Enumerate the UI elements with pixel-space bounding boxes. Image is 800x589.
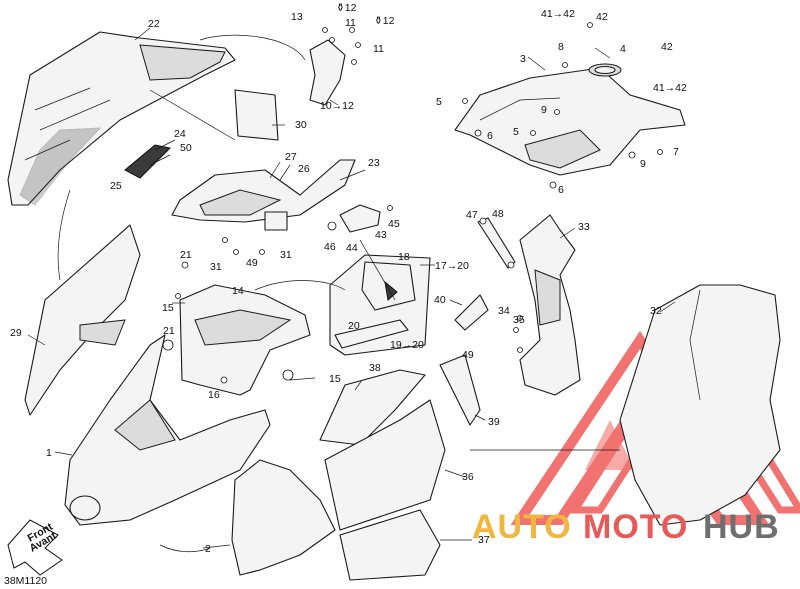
part-17-20-inset-box [329,254,431,356]
part-36-side-panel [324,399,446,531]
callout-6b: 6 [558,184,564,196]
callout-21a: 21 [180,249,192,261]
part-30-small-panel [234,89,279,141]
callout-45: 45 [388,218,400,230]
part-2-lower-fairing [231,459,336,576]
callout-30: 30 [295,119,307,131]
callout-32: 32 [650,305,662,317]
callout-19-20: 19→20 [390,339,424,351]
callout-7: 7 [673,146,679,158]
callout-12b: ⚱12 [374,15,395,27]
watermark-auto: AUTO [472,508,572,546]
callout-22: 22 [148,18,160,30]
callout-48: 48 [492,208,504,220]
watermark-moto: MOTO [583,508,688,546]
callout-49b: 49 [462,349,474,361]
part-14-inner-fairing [179,284,311,396]
callout-34: 34 [498,305,510,317]
callout-29: 29 [10,327,22,339]
callout-25: 25 [110,180,122,192]
watermark-text: AUTO MOTO HUB [472,508,780,546]
callout-35: 35 [513,314,525,326]
part-10-bracket [309,39,346,106]
reference-curves [57,34,620,553]
part-47-stay-rod [477,217,516,269]
part-40-trim [454,294,489,331]
callout-41-42b: 41→42 [653,82,687,94]
part-39-trim [439,354,481,426]
callout-23: 23 [368,157,380,169]
callout-38: 38 [369,362,381,374]
callout-15b: 15 [329,373,341,385]
front-direction-arrow-icon: Front Avant [7,519,63,576]
callout-labels: 1 2 3 4 5 5 6 6 7 8 9 9 10→12 11 11 ⚱12 … [10,2,687,555]
callout-33: 33 [578,221,590,233]
part-3-tank-cover [454,63,686,176]
part-33-inner-frame [519,214,581,396]
callout-26: 26 [298,163,310,175]
callout-1: 1 [46,447,52,459]
callout-43: 43 [375,229,387,241]
callout-41-42a: 41→42 [541,8,575,20]
callout-31a: 31 [210,261,222,273]
callout-8: 8 [558,41,564,53]
part-37-lower-panel [339,509,441,581]
callout-3: 3 [520,53,526,65]
callout-12a: ⚱12 [336,2,357,14]
callout-39: 39 [488,416,500,428]
callout-17-20: 17→20 [435,260,469,272]
callout-44: 44 [346,242,358,254]
callout-31b: 31 [280,249,292,261]
callout-13: 13 [291,11,303,23]
callout-10-12: 10→12 [320,100,354,112]
callout-50: 50 [180,142,192,154]
callout-42a: 42 [596,11,608,23]
callout-47: 47 [466,209,478,221]
callout-11b: 11 [373,43,384,55]
callout-27: 27 [285,151,297,163]
callout-46: 46 [324,241,336,253]
callout-42b: 42 [661,41,673,53]
callout-4: 4 [620,43,626,55]
callout-15a: 15 [162,302,174,314]
document-code: 38M1120 [4,575,47,587]
callout-21b: 21 [163,325,175,337]
callout-24: 24 [174,128,186,140]
part-23-inner-duct [171,159,356,231]
watermark-hub: HUB [703,508,780,546]
callout-36: 36 [462,471,474,483]
callout-14: 14 [232,285,244,297]
callout-49a: 49 [246,257,258,269]
part-32-right-side-panel [619,284,781,526]
part-43-44-bracket [327,204,393,233]
callout-16: 16 [208,389,220,401]
leader-lines [27,27,676,549]
callout-11a: 11 [345,17,356,29]
part-24-reflector [124,144,172,179]
callout-9a: 9 [541,104,547,116]
part-1-front-fairing [64,334,271,526]
hardware-fasteners [162,22,663,384]
callout-20: 20 [348,320,360,332]
part-29-left-side-cover [24,224,141,416]
callout-5a: 5 [436,96,442,108]
callout-6a: 6 [487,130,493,142]
callout-40: 40 [434,294,446,306]
callout-9b: 9 [640,158,646,170]
callout-37: 37 [478,534,490,546]
callout-5b: 5 [513,126,519,138]
callout-2: 2 [205,543,211,555]
callout-18: 18 [398,251,410,263]
